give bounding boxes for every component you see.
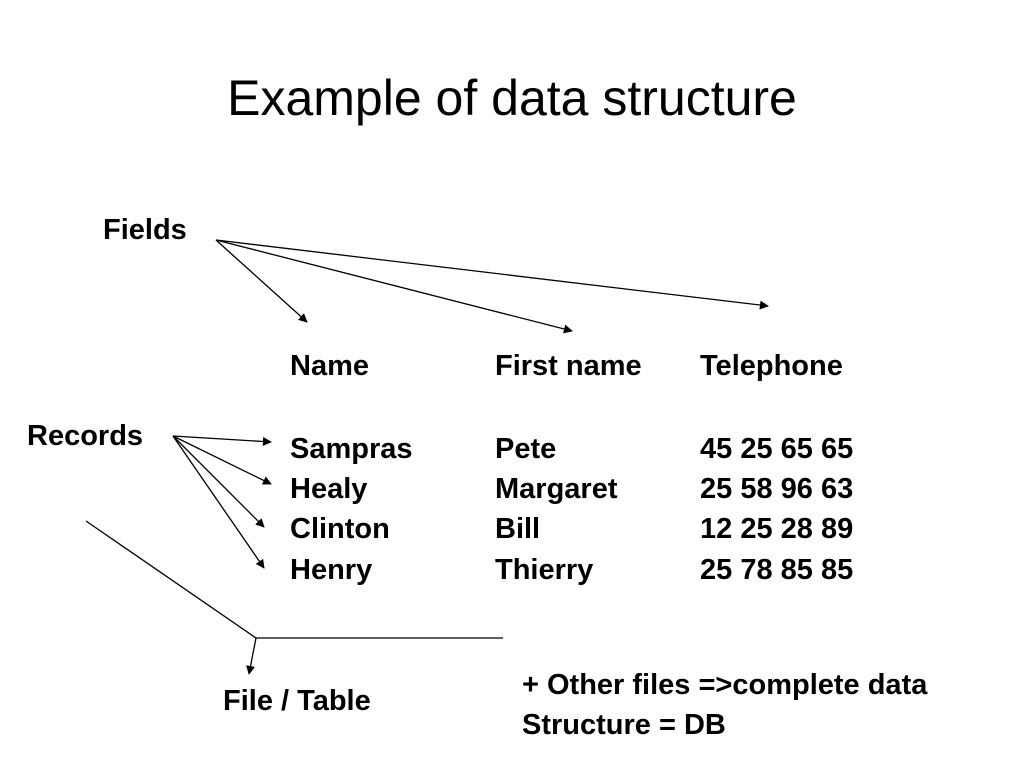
record-3-telephone: 12 25 28 89 <box>700 513 854 545</box>
fields-arrow-telephone <box>215 239 769 310</box>
record-3-name: Clinton <box>290 513 390 545</box>
record-4-telephone: 25 78 85 85 <box>700 554 854 586</box>
header-name: Name <box>290 350 369 382</box>
file-table-label: File / Table <box>223 685 371 717</box>
record-1-first-name: Pete <box>495 433 557 465</box>
records-arrow-row-2 <box>172 435 272 485</box>
records-arrow-row-4 <box>172 435 265 569</box>
note-line-1: + Other files =>complete data <box>522 669 928 701</box>
record-4-name: Henry <box>290 554 373 586</box>
header-telephone: Telephone <box>700 350 843 382</box>
fields-label: Fields <box>103 214 187 246</box>
records-label: Records <box>27 420 144 452</box>
record-2-name: Healy <box>290 473 368 505</box>
fields-arrow-name <box>215 239 308 323</box>
slide-title: Example of data structure <box>227 70 797 126</box>
fields-arrow-first-name <box>215 239 573 334</box>
record-2-telephone: 25 58 96 63 <box>700 473 854 505</box>
record-1-name: Sampras <box>290 433 413 465</box>
file-table-arrow <box>246 637 257 675</box>
record-3-first-name: Bill <box>495 513 541 545</box>
record-4-first-name: Thierry <box>495 554 594 586</box>
header-first-name: First name <box>495 350 642 382</box>
records-arrow-row-3 <box>172 435 265 528</box>
records-arrow-row-1 <box>172 435 272 446</box>
record-1-telephone: 45 25 65 65 <box>700 433 854 465</box>
note-line-2: Structure = DB <box>522 709 726 741</box>
record-2-first-name: Margaret <box>495 473 618 505</box>
